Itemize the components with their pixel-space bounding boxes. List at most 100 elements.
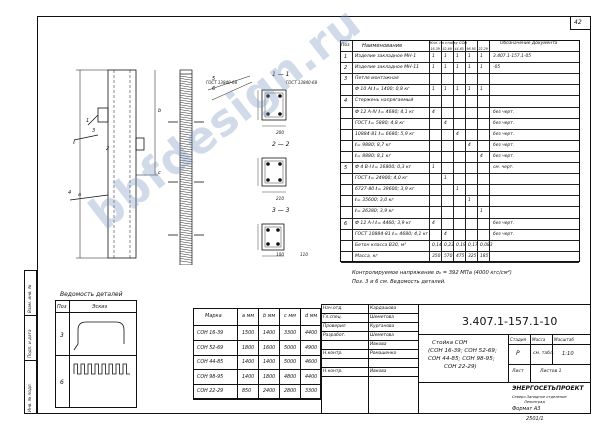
spec-qty: 1 [432, 87, 435, 93]
spec-qty-col-header: 98-95 [466, 47, 476, 51]
staff-row-line [321, 322, 418, 323]
spec-qty: 0,23 [444, 242, 454, 248]
spec-row-line [341, 228, 579, 230]
staff-row-line [321, 340, 418, 341]
spec-note: без черт. [493, 142, 515, 148]
title-org-2: Северо-Западное отделение [512, 395, 567, 399]
spiral-turn [179, 111, 193, 115]
spiral-turn [179, 92, 193, 95]
spec-row-line [341, 206, 579, 208]
dim-210: 210 [276, 196, 284, 201]
spiral-turn [179, 138, 193, 141]
comb-sketch [73, 363, 130, 375]
spec-qty: 570 [444, 253, 453, 259]
spec-pos: 6 [344, 220, 348, 227]
spiral-turn [179, 114, 193, 117]
spec-row-line [341, 95, 579, 97]
spiral-turn [179, 157, 193, 160]
spiral-turn [179, 210, 193, 213]
marks-row-line [193, 340, 321, 341]
spec-row-line [341, 184, 579, 186]
dim-label-c: c [158, 170, 161, 176]
spec-note: без черт. [493, 220, 515, 226]
spiral-turn [179, 205, 193, 208]
marks-cell-mark: СОН 22-29 [197, 389, 224, 394]
spec-qty: 1 [456, 54, 459, 59]
marks-cell-value: 4900 [305, 345, 318, 351]
side-stamp-label-3: Взам. инв. № [27, 284, 32, 313]
spiral-turn [179, 90, 193, 93]
spec-qty: 1 [456, 65, 459, 71]
spec-qty: 4 [444, 120, 447, 126]
marks-row-line [193, 369, 321, 370]
note-1: Контролируемое напряжение σ₀ = 392 МПа (… [352, 270, 512, 276]
details-header-pos: Поз [57, 304, 67, 310]
staff-name: Шеметова [370, 333, 394, 338]
spiral-turn [179, 169, 193, 172]
spec-row-line [341, 84, 579, 86]
spiral-turn [179, 202, 193, 206]
loop-sketch [73, 321, 125, 351]
marks-cell-mark: СОН 98-95 [197, 374, 224, 380]
title-name-3: СОН 44-85; СОН 98-95; [428, 356, 495, 362]
title-name-1: Стойка СОН [432, 340, 468, 346]
marks-cell-value: 1400 [263, 360, 276, 365]
side-stamp-label-1: Инв. № подл. [27, 383, 32, 412]
spec-name: Ф 4 В-I ℓ= 16800; 0,3 кг [355, 165, 412, 170]
side-stamp [24, 270, 37, 414]
spec-qty: 1 [444, 54, 447, 59]
column-elevation [69, 69, 158, 259]
spiral-turn [179, 183, 193, 187]
spec-name: 6727-80 ℓ= 39600; 3,9 кг [355, 187, 415, 193]
spiral-turn [179, 253, 193, 256]
spiral-turn [179, 195, 193, 199]
spiral-turn [179, 133, 193, 136]
spec-qty: 4 [480, 153, 483, 159]
spec-qty: 325 [468, 253, 477, 259]
title-scale-header: Масштаб [554, 337, 574, 342]
column-reinforcement [179, 69, 193, 265]
details-row-pos-6: 6 [60, 379, 64, 386]
spiral-turn [179, 123, 193, 127]
spec-name: Бетон класса В30, м³ [355, 242, 407, 248]
spec-pos: 1 [344, 54, 348, 60]
pos-label-1: 1 [86, 118, 90, 124]
bottom-code: 2501/1 [526, 416, 544, 422]
spec-name: Ф 10 АI ℓ= 1400; 0,8 кг [355, 87, 410, 93]
spiral-turn [179, 159, 193, 163]
staff-name: Курганова [370, 324, 395, 329]
spiral-turn [179, 176, 193, 179]
staff-row-line [321, 349, 418, 350]
spiral-turn [179, 142, 193, 146]
marks-cell-value: 850 [242, 389, 252, 394]
spec-name: ГОСТ 10884-81 ℓ= 4680; 4,1 кг [355, 231, 429, 237]
spiral-turn [179, 250, 193, 254]
pos-label-3: 3 [92, 128, 96, 134]
spiral-turn [179, 166, 193, 170]
spec-pos: 4 [344, 98, 348, 105]
spiral-turn [179, 85, 193, 88]
spec-row-line [341, 62, 579, 64]
spiral-turn [179, 118, 193, 122]
marks-cell-value: 1400 [242, 360, 255, 365]
staff-role: Н.контр. [323, 369, 343, 374]
marks-header: c мм [284, 313, 296, 319]
title-scale: 1:10 [562, 351, 574, 357]
title-format: Формат А3 [512, 406, 541, 412]
spiral-turn [179, 99, 193, 103]
title-sheet-label: Лист [512, 369, 524, 374]
spec-qty: 1 [480, 65, 483, 71]
spec-qty: 4 [468, 142, 471, 148]
spec-note: 3.407.1-157.1-05 [493, 54, 532, 59]
side-stamp-label-2: Подп. и дата [27, 329, 32, 358]
spiral-turn [179, 231, 193, 235]
spec-qty: 1 [480, 209, 483, 215]
dim-100: 100 [276, 252, 284, 257]
spec-qty: 1 [432, 65, 435, 71]
spiral-turn [179, 224, 193, 227]
marks-header: a мм [242, 313, 255, 319]
spec-qty-col-header: 22-29 [478, 47, 488, 51]
spiral-turn [179, 226, 193, 230]
note-2: Поз. 3 и 6 см. Ведомость деталей. [352, 279, 446, 285]
spec-note: без черт. [493, 109, 515, 115]
